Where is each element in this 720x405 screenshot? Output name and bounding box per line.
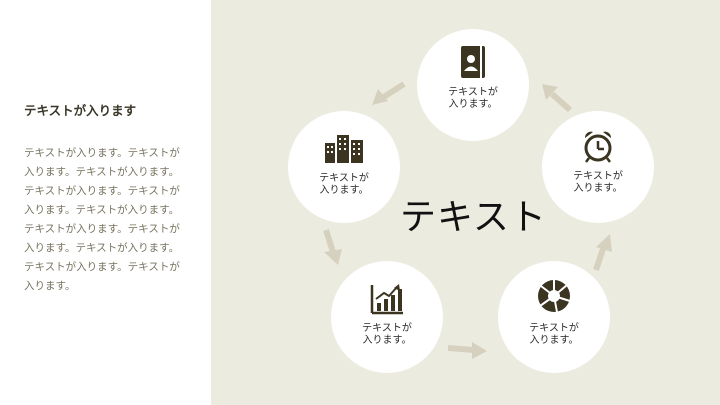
node-label-right: テキストが入ります。 [573,171,623,194]
panel-body-text: テキストが入ります。テキストが入ります。テキストが入ります。テキストが入ります。… [24,147,180,292]
camera-aperture-icon [498,279,610,313]
node-label-bottom-left: テキストが入ります。 [362,323,412,346]
node-bottom-left: テキストが入ります。 [331,261,443,373]
node-label-bottom-right: テキストが入ります。 [529,323,579,346]
alarm-clock-icon [542,129,654,163]
buildings-icon [288,133,400,163]
center-title: テキスト [400,197,547,238]
arrow-right-to-top [542,84,572,113]
panel-heading: テキストが入ります [24,103,137,118]
node-right: テキストが入ります。 [542,111,654,223]
bar-chart-growth-icon [331,283,443,315]
arrow-bottom-right-to-right [593,234,612,271]
node-left: テキストが入ります。 [288,111,400,223]
node-top: テキストが入ります。 [417,29,529,141]
arrow-bottom-left-to-bottom-right [447,342,487,359]
node-label-top: テキストが入ります。 [448,87,498,110]
arrow-top-to-left [372,81,406,105]
node-label-left: テキストが入ります。 [319,173,369,196]
left-panel: テキストが入ります テキストが入ります。テキストが入ります。テキストが入ります。… [0,0,211,405]
node-bottom-right: テキストが入ります。 [498,261,610,373]
contact-book-icon [417,45,529,79]
arrow-left-to-bottom-left [323,229,342,265]
